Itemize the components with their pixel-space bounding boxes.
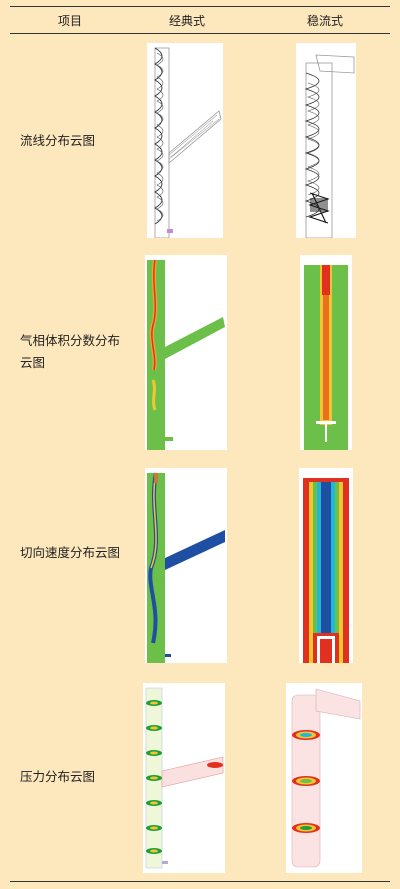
pressure-steady-image [286,683,362,873]
header-classic: 经典式 [168,14,205,28]
table-header-rule [10,33,390,34]
row-label-pressure: 压力分布云图 [20,769,96,784]
streamline-steady-image [296,43,356,238]
table-bottom-rule [10,881,390,882]
header-item: 项目 [57,14,82,28]
header-steady: 稳流式 [306,14,343,28]
row-label-tangential-velocity: 切向速度分布云图 [20,545,121,560]
table-top-rule [10,6,390,7]
streamline-classic-image [147,43,223,238]
pressure-classic-image [143,683,225,873]
gas-fraction-classic-image [145,255,227,450]
tangential-velocity-steady-image [299,468,353,663]
row-label-gas-fraction: 气相体积分数分布云图 [20,333,121,370]
gas-fraction-steady-image [300,255,352,450]
tangential-velocity-classic-image [145,468,227,663]
row-label-streamline: 流线分布云图 [20,133,96,148]
